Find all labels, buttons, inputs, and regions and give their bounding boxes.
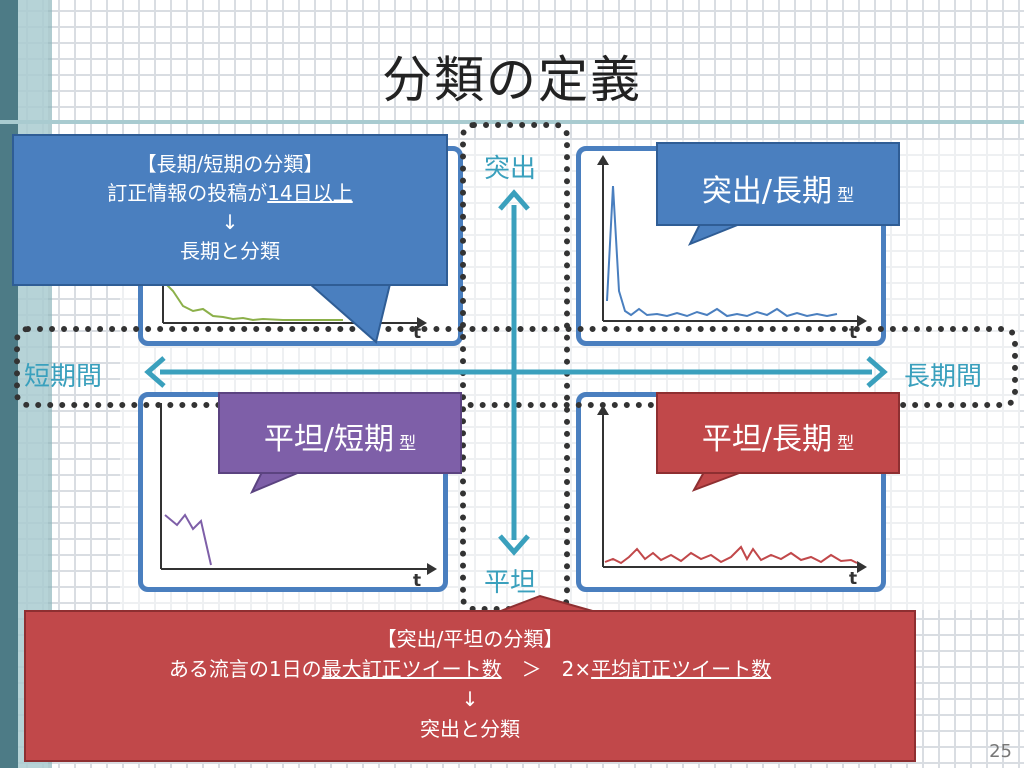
axis-label-spike: 突出 (484, 154, 537, 184)
axis-label-flat: 平坦 (484, 568, 537, 598)
callout-condition: 訂正情報の投稿が14日以上 (107, 181, 353, 205)
callout-condition: ある流言の1日の最大訂正ツイート数 ＞ 2×平均訂正ツイート数 (168, 657, 772, 681)
time-axis-label: t (413, 571, 422, 591)
callout-result: 長期と分類 (180, 239, 280, 263)
down-arrow-icon: ↓ (461, 687, 479, 711)
time-axis-label: t (849, 323, 858, 343)
axis-label-short-period: 短期間 (24, 362, 103, 392)
callout-result: 突出と分類 (420, 717, 520, 741)
callout-long-short-definition: 【長期/短期の分類】 訂正情報の投稿が14日以上 ↓ 長期と分類 (12, 134, 448, 286)
slide-number: 25 (989, 741, 1012, 762)
callout-flat-long-type: 平坦/長期 型 (656, 392, 900, 474)
callout-spike-flat-definition: 【突出/平坦の分類】 ある流言の1日の最大訂正ツイート数 ＞ 2×平均訂正ツイー… (24, 610, 916, 762)
axis-label-long-period: 長期間 (904, 362, 983, 392)
callout-flat-short-type: 平坦/短期 型 (218, 392, 462, 474)
left-decor-band-thin (48, 0, 52, 768)
time-axis-label: t (849, 569, 858, 589)
callout-spike-long-type: 突出/長期 型 (656, 142, 900, 226)
down-arrow-icon: ↓ (221, 210, 239, 234)
time-axis-label: t (413, 323, 422, 343)
callout-heading: 【長期/短期の分類】 (136, 152, 324, 176)
callout-heading: 【突出/平坦の分類】 (376, 627, 564, 651)
slide-title: 分類の定義 (382, 51, 642, 109)
